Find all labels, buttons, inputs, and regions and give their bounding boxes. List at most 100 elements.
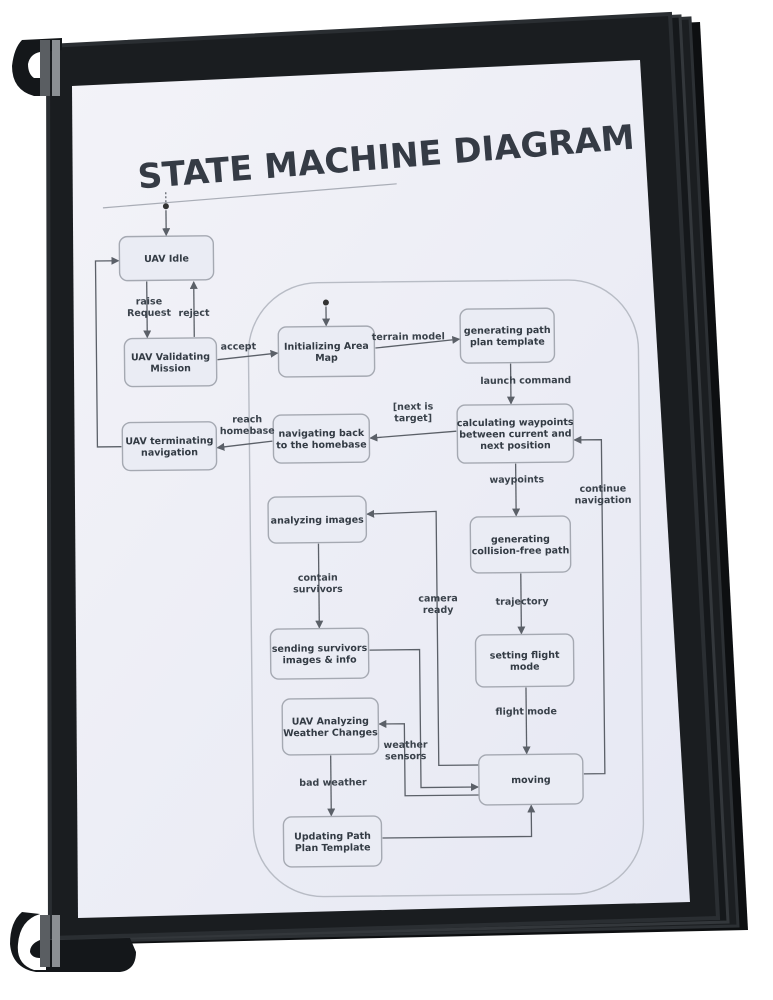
bottom-mount-hook bbox=[10, 912, 136, 972]
transition-validating-to-idle bbox=[189, 280, 198, 337]
transition-label-waypoints: waypoints bbox=[489, 474, 544, 486]
hinge-rod bbox=[52, 40, 60, 96]
transition-updating-to-moving bbox=[382, 804, 536, 839]
transition-label-flight-mode: flight mode bbox=[495, 706, 557, 718]
transition-label-reject: reject bbox=[178, 308, 210, 319]
title-underline bbox=[102, 183, 397, 209]
transition-moving-to-calculating bbox=[573, 435, 606, 775]
state-box bbox=[272, 413, 371, 464]
transition-label-reach-homebase: homebase bbox=[220, 426, 275, 438]
transition-analyzing-to-sending bbox=[315, 543, 324, 629]
state-label: Initializing Area bbox=[284, 341, 369, 353]
state-label: setting flight bbox=[490, 650, 560, 662]
state-label: next position bbox=[480, 440, 551, 452]
state-box bbox=[267, 495, 368, 544]
state-box bbox=[474, 633, 575, 688]
state-label: sending survivors bbox=[272, 643, 368, 655]
state-label: analyzing images bbox=[271, 515, 365, 527]
transition-label-bad-weather: bad weather bbox=[299, 777, 367, 789]
initial-state-dot bbox=[162, 203, 169, 210]
state-uav-idle: UAV Idle bbox=[118, 235, 215, 282]
state-label: collision-free path bbox=[472, 545, 570, 557]
state-box bbox=[281, 697, 380, 756]
state-analyzing-images: analyzing images bbox=[267, 495, 368, 544]
state-label: Map bbox=[315, 353, 338, 364]
initial-state-dot bbox=[322, 299, 329, 306]
transition-label-reach-homebase: reach bbox=[232, 414, 262, 425]
top-mount-hook bbox=[12, 38, 62, 96]
transition-calculating-to-collision bbox=[512, 463, 521, 517]
composite-state-boundary bbox=[247, 279, 645, 898]
hinge-rod bbox=[40, 915, 50, 967]
transition-navback-to-terminating bbox=[216, 440, 273, 451]
state-moving: moving bbox=[478, 753, 584, 806]
transition-initializing-to-plan bbox=[375, 335, 461, 349]
state-label: Mission bbox=[150, 363, 191, 374]
transition-label-contain-survivors: contain bbox=[298, 572, 338, 583]
transition-label-continue-navigation: navigation bbox=[575, 495, 632, 507]
transition-flightmode-to-moving bbox=[522, 687, 531, 755]
state-label: Plan Template bbox=[295, 842, 371, 854]
transition-terminating-to-idle bbox=[94, 256, 122, 448]
transitions bbox=[94, 192, 606, 839]
state-label: moving bbox=[511, 775, 551, 786]
state-label: mode bbox=[510, 662, 540, 673]
paper-sheet bbox=[72, 60, 690, 918]
state-label: between current and bbox=[459, 428, 571, 440]
transition-label-launch-command: launch command bbox=[480, 375, 571, 387]
state-label: generating bbox=[491, 534, 550, 546]
state-label: navigating back bbox=[278, 428, 364, 440]
transition-label-terrain-model: terrain model bbox=[372, 331, 445, 343]
transition-collision-to-flightmode bbox=[517, 573, 526, 635]
transition-label-accept: accept bbox=[221, 341, 257, 352]
transition-label-next-is-target: [next is bbox=[393, 401, 434, 412]
transition-weather-to-updating bbox=[327, 755, 336, 817]
transition-label-weather-sensors: sensors bbox=[385, 751, 427, 762]
transition-idle-to-validating bbox=[143, 281, 152, 339]
transition-label-camera-ready: camera bbox=[418, 593, 458, 604]
state-box bbox=[269, 627, 370, 680]
state-label: UAV Analyzing bbox=[292, 716, 369, 728]
state-label: Weather Changes bbox=[283, 727, 378, 739]
transition-moving-to-analyzing-images bbox=[366, 509, 479, 767]
state-box bbox=[121, 421, 218, 472]
state-label: Updating Path bbox=[294, 831, 371, 843]
state-box bbox=[456, 403, 575, 464]
state-box bbox=[282, 815, 383, 868]
state-box bbox=[478, 753, 584, 806]
transition-label-contain-survivors: survivors bbox=[293, 584, 343, 596]
transition-label-raise-request: Request bbox=[127, 308, 172, 319]
transition-sending-to-moving bbox=[369, 648, 480, 792]
transition-label-trajectory: trajectory bbox=[496, 596, 550, 608]
state-label: UAV Idle bbox=[144, 253, 189, 264]
transition-label-continue-navigation: continue bbox=[579, 483, 626, 494]
hinge-rod bbox=[52, 915, 60, 967]
state-box bbox=[123, 337, 218, 388]
state-box bbox=[277, 325, 376, 378]
state-box bbox=[459, 307, 556, 364]
state-label: generating path bbox=[464, 325, 551, 337]
state-label: calculating waypoints bbox=[457, 417, 574, 429]
state-label: images & info bbox=[283, 654, 358, 666]
transition-label-weather-sensors: weather bbox=[383, 740, 427, 751]
transition-label-next-is-target: target] bbox=[394, 413, 432, 424]
state-box bbox=[118, 235, 215, 282]
state-box bbox=[469, 515, 572, 574]
state-label: UAV Validating bbox=[131, 352, 210, 364]
transition-moving-to-weather bbox=[378, 719, 480, 797]
state-label: plan template bbox=[470, 337, 545, 349]
